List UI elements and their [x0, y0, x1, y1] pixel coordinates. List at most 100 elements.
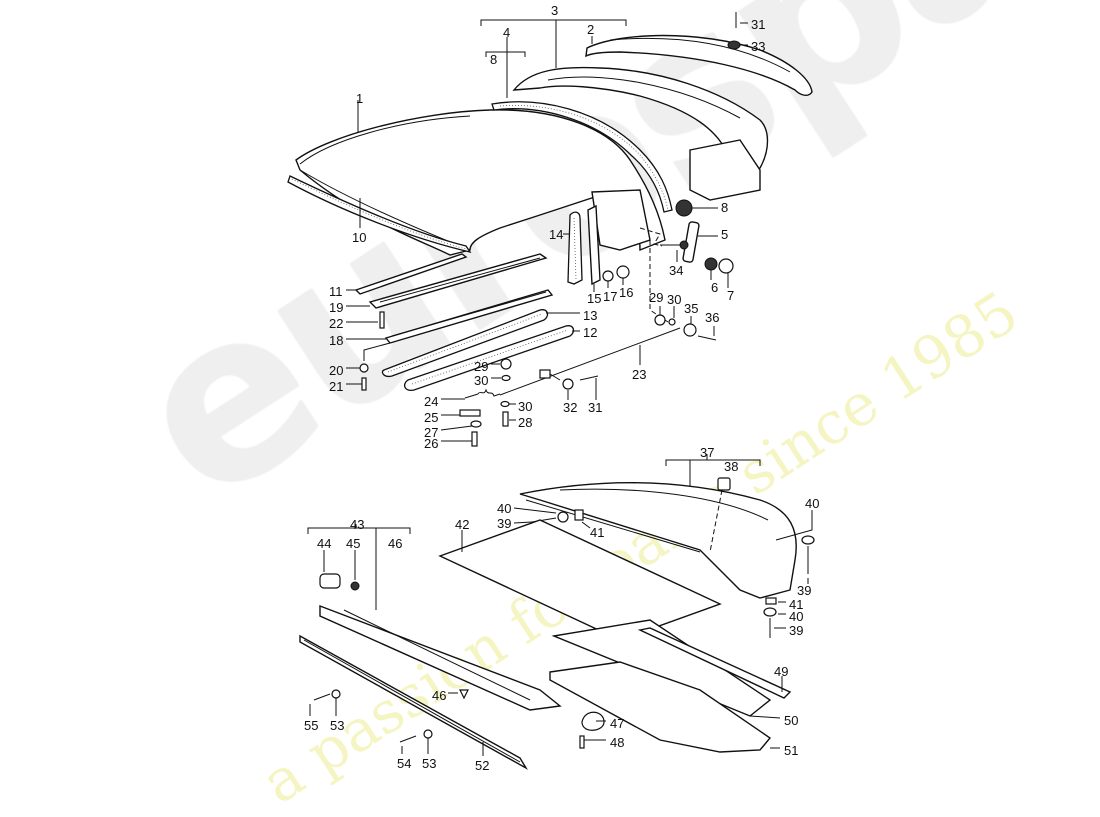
callout-label-30: 30 — [667, 292, 682, 307]
callout-label-31: 31 — [751, 17, 766, 32]
part-54-screw — [399, 735, 417, 743]
part-52-rail — [299, 634, 528, 770]
callout-label-36: 36 — [705, 310, 720, 325]
part-30-washer-3 — [668, 318, 676, 326]
callout-label-22: 22 — [329, 316, 344, 331]
callout-label-29: 29 — [649, 290, 664, 305]
callout-label-14: 14 — [549, 227, 564, 242]
part-25-bracket — [459, 409, 481, 417]
part-40-washer-3 — [763, 607, 777, 617]
part-22-pin — [379, 311, 385, 329]
callout-label-52: 52 — [475, 758, 490, 773]
callout-label-8: 8 — [490, 52, 498, 67]
callout-label-19: 19 — [329, 300, 344, 315]
callout-label-47: 47 — [610, 716, 625, 731]
callout-label-45: 45 — [346, 536, 361, 551]
callout-label-13: 13 — [583, 308, 598, 323]
callout-label-29: 29 — [474, 359, 489, 374]
part-55-screw — [313, 693, 331, 701]
callout-label-10: 10 — [352, 230, 367, 245]
callout-label-3: 3 — [551, 3, 559, 18]
callout-label-39: 39 — [497, 516, 512, 531]
part-33-nut — [727, 40, 741, 50]
callout-label-6: 6 — [711, 280, 719, 295]
callout-label-18: 18 — [329, 333, 344, 348]
part-2-rear-trim — [585, 34, 813, 97]
callout-label-16: 16 — [619, 285, 634, 300]
callout-label-40: 40 — [805, 496, 820, 511]
part-21-screw — [361, 377, 367, 391]
part-38-clip — [709, 477, 731, 553]
callout-label-21: 21 — [329, 379, 344, 394]
part-10-front-seal — [287, 175, 472, 254]
part-32-clip — [562, 378, 574, 390]
part-16-nut — [616, 265, 630, 279]
part-7-knob — [718, 258, 734, 274]
part-46-clip — [459, 689, 469, 700]
callout-label-54: 54 — [397, 756, 412, 771]
part-51-liner — [549, 661, 772, 753]
callout-label-55: 55 — [304, 718, 319, 733]
callout-label-46: 46 — [388, 536, 403, 551]
callout-label-26: 26 — [424, 436, 439, 451]
callout-label-20: 20 — [329, 363, 344, 378]
part-18-front-rail — [384, 289, 554, 344]
part-53-washer-2 — [423, 729, 433, 739]
part-8-grommet — [675, 199, 693, 217]
callout-label-35: 35 — [684, 301, 699, 316]
callout-label-50: 50 — [784, 713, 799, 728]
callout-label-23: 23 — [632, 367, 647, 382]
part-35-spacer — [683, 323, 697, 337]
callout-label-33: 33 — [751, 39, 766, 54]
part-4-rear-seal — [491, 101, 673, 213]
part-40-washer — [557, 511, 569, 523]
part-40-washer-2 — [801, 535, 815, 545]
callout-label-40: 40 — [789, 609, 804, 624]
callout-label-28: 28 — [518, 415, 533, 430]
callout-label-41: 41 — [789, 597, 804, 612]
part-42-liner-mat — [438, 519, 722, 641]
part-26-bolt — [471, 431, 478, 447]
bracket-3 — [480, 19, 627, 68]
part-53-washer — [331, 689, 341, 699]
callout-label-24: 24 — [424, 394, 439, 409]
part-11-trim-strip — [354, 253, 468, 295]
part-41-clip-2 — [765, 597, 777, 605]
callout-label-53: 53 — [422, 756, 437, 771]
callout-label-48: 48 — [610, 735, 625, 750]
callout-label-25: 25 — [424, 410, 439, 425]
callout-label-12: 12 — [583, 325, 598, 340]
part-28-bolt — [502, 411, 509, 427]
part-27-washer — [470, 420, 482, 428]
callout-label-53: 53 — [330, 718, 345, 733]
callout-label-17: 17 — [603, 289, 618, 304]
callout-label-31: 31 — [588, 400, 603, 415]
part-37-rear-panel — [519, 481, 797, 599]
part-48-screw — [579, 735, 585, 749]
part-44-cap — [319, 573, 341, 589]
part-45-nut — [350, 581, 360, 591]
callout-label-46: 46 — [432, 688, 447, 703]
callout-label-30: 30 — [518, 399, 533, 414]
callout-label-41: 41 — [590, 525, 605, 540]
callout-label-4: 4 — [503, 25, 511, 40]
part-1-hardtop-shell — [295, 109, 666, 256]
part-49-seal-strip — [637, 627, 792, 699]
callout-label-1: 1 — [356, 91, 364, 106]
part-6-grommet — [704, 257, 718, 271]
part-31-screw — [579, 375, 599, 381]
callout-label-27: 27 — [424, 425, 439, 440]
callout-label-38: 38 — [724, 459, 739, 474]
part-46-front-rail — [319, 604, 562, 711]
part-29-cap-nut-2 — [654, 314, 666, 326]
callout-label-5: 5 — [721, 227, 729, 242]
part-20-washer — [359, 363, 369, 373]
part-19-rail-strip — [368, 253, 548, 309]
callout-label-43: 43 — [350, 517, 365, 532]
callout-label-32: 32 — [563, 400, 578, 415]
callout-label-15: 15 — [587, 291, 602, 306]
part-30-washer — [501, 374, 511, 382]
part-17-washer — [602, 270, 614, 282]
part-29-cap-nut — [500, 358, 512, 370]
part-30-washer-2 — [500, 400, 510, 408]
